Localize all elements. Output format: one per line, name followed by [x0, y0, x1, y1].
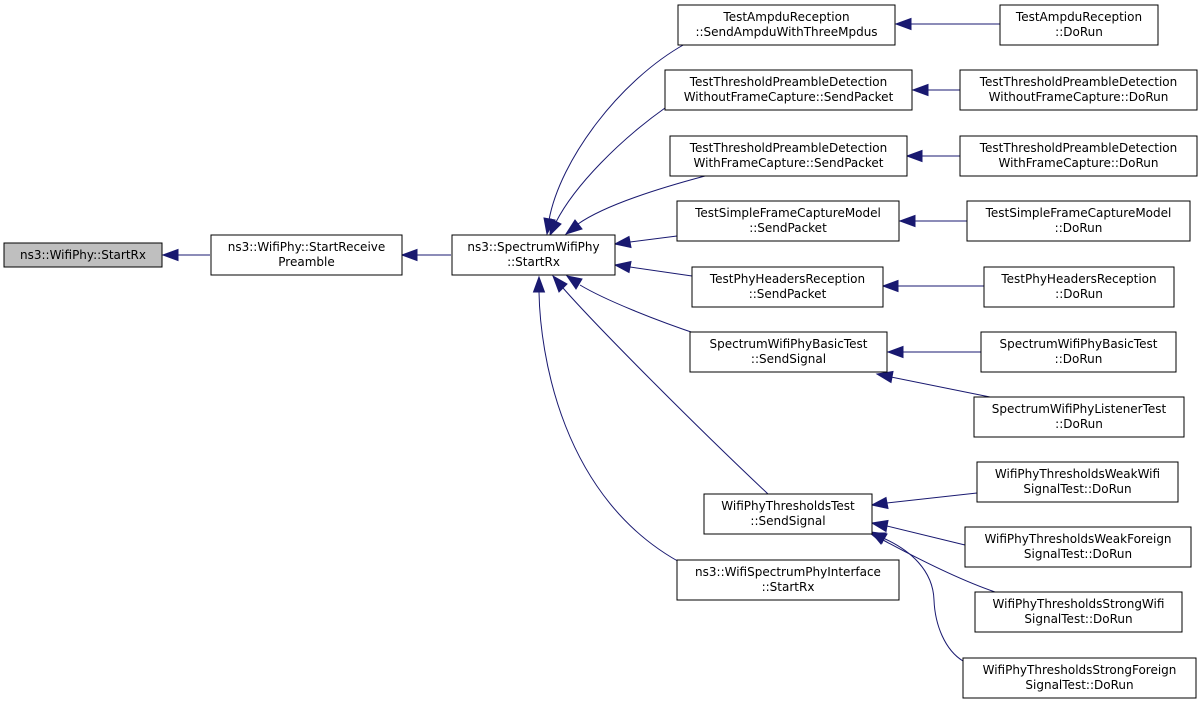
- edge-weakwifi-to-thr-send: [870, 492, 978, 510]
- node-label-line2: WithoutFrameCapture::DoRun: [989, 90, 1169, 104]
- node-label-line2: ::StartRx: [762, 580, 815, 594]
- node-weakforeign[interactable]: WifiPhyThresholdsWeakForeign SignalTest:…: [964, 526, 1192, 568]
- node-label-line1: SpectrumWifiPhyBasicTest: [1000, 337, 1158, 351]
- node-label-line2: Preamble: [278, 255, 334, 269]
- node-label-line1: WifiPhyThresholdsTest: [721, 499, 855, 513]
- node-label-line1: TestSimpleFrameCaptureModel: [694, 206, 881, 220]
- node-label-line1: WifiPhyThresholdsWeakWifi: [995, 467, 1160, 481]
- node-label-line2: ::DoRun: [1055, 25, 1103, 39]
- node-label-line1: TestThresholdPreambleDetection: [979, 141, 1178, 155]
- node-label-line2: WithFrameCapture::SendPacket: [694, 156, 884, 170]
- edge-sfcm-dorun-to-sfcm-send: [898, 214, 967, 228]
- edge-basic-dorun-to-basic-send: [886, 345, 981, 359]
- node-wfc-dorun[interactable]: TestThresholdPreambleDetection WithFrame…: [959, 135, 1198, 177]
- node-sfcm-send[interactable]: TestSimpleFrameCaptureModel ::SendPacket: [676, 200, 900, 242]
- edge-interface-startrx-to-spectrumwifiphy-startrx: [532, 275, 686, 566]
- edge-spectrumwifiphy-startrx-to-startreceivepreamble: [400, 248, 451, 262]
- node-label-line1: TestAmpduReception: [1015, 10, 1142, 24]
- node-label-line2: ::SendPacket: [749, 221, 827, 235]
- node-label-line2: SignalTest::DoRun: [1024, 547, 1132, 561]
- node-thr-send[interactable]: WifiPhyThresholdsTest ::SendSignal: [703, 493, 873, 535]
- edge-weakforeign-to-thr-send: [870, 519, 966, 546]
- node-label-line2: ::SendAmpduWithThreeMpdus: [695, 25, 877, 39]
- node-label-line2: SignalTest::DoRun: [1025, 678, 1133, 692]
- node-label: ns3::WifiPhy::StartRx: [20, 248, 146, 262]
- node-label-line2: SignalTest::DoRun: [1023, 482, 1131, 496]
- node-strongforeign[interactable]: WifiPhyThresholdsStrongForeign SignalTes…: [962, 657, 1197, 699]
- node-label-line1: TestAmpduReception: [722, 10, 849, 24]
- edge-wfc-send-to-spectrumwifiphy-startrx: [564, 175, 706, 235]
- node-label-line1: TestThresholdPreambleDetection: [689, 75, 888, 89]
- edge-wofc-dorun-to-wofc-send: [911, 83, 960, 97]
- node-label-line2: ::StartRx: [507, 255, 560, 269]
- node-label-line2: WithFrameCapture::DoRun: [998, 156, 1158, 170]
- node-label-line1: SpectrumWifiPhyListenerTest: [992, 402, 1167, 416]
- node-label-line2: ::DoRun: [1055, 221, 1103, 235]
- node-wifiphy-startrx[interactable]: ns3::WifiPhy::StartRx: [3, 242, 163, 268]
- node-listener-dorun[interactable]: SpectrumWifiPhyListenerTest ::DoRun: [973, 396, 1185, 438]
- edge-phr-send-to-spectrumwifiphy-startrx: [613, 260, 693, 277]
- node-sfcm-dorun[interactable]: TestSimpleFrameCaptureModel ::DoRun: [966, 200, 1191, 242]
- node-label-line1: TestSimpleFrameCaptureModel: [985, 206, 1172, 220]
- node-phr-send[interactable]: TestPhyHeadersReception ::SendPacket: [691, 266, 884, 308]
- edge-basic-send-to-spectrumwifiphy-startrx: [565, 275, 701, 336]
- edge-startreceivepreamble-to-startrx: [161, 248, 210, 262]
- node-label-line2: ::SendSignal: [751, 352, 826, 366]
- node-wifiphy-startreceivepreamble[interactable]: ns3::WifiPhy::StartReceive Preamble: [210, 234, 403, 276]
- edge-thr-send-to-spectrumwifiphy-startrx: [552, 274, 769, 495]
- node-label-line2: ::SendPacket: [749, 287, 827, 301]
- node-label-line1: WifiPhyThresholdsWeakForeign: [984, 532, 1171, 546]
- nodes-layer: ns3::WifiPhy::StartRx ns3::WifiPhy::Star…: [3, 4, 1198, 699]
- node-label-line2: ::SendSignal: [750, 514, 825, 528]
- node-label-line1: ns3::WifiPhy::StartReceive: [228, 240, 386, 254]
- edge-wofc-send-to-spectrumwifiphy-startrx: [549, 107, 666, 237]
- node-label-line2: ::DoRun: [1055, 417, 1103, 431]
- node-wfc-send[interactable]: TestThresholdPreambleDetection WithFrame…: [669, 135, 908, 177]
- node-strongwifi[interactable]: WifiPhyThresholdsStrongWifi SignalTest::…: [974, 591, 1183, 633]
- node-label-line1: TestPhyHeadersReception: [1000, 272, 1156, 286]
- edge-phr-dorun-to-phr-send: [881, 279, 984, 293]
- node-weakwifi[interactable]: WifiPhyThresholdsWeakWifi SignalTest::Do…: [976, 461, 1179, 503]
- node-label-line1: WifiPhyThresholdsStrongWifi: [993, 597, 1165, 611]
- node-label-line2: WithoutFrameCapture::SendPacket: [684, 90, 894, 104]
- edge-strongforeign-to-thr-send: [868, 532, 964, 662]
- node-interface-startrx[interactable]: ns3::WifiSpectrumPhyInterface ::StartRx: [676, 559, 900, 601]
- node-ampdu-send[interactable]: TestAmpduReception ::SendAmpduWithThreeM…: [677, 4, 896, 46]
- node-basic-dorun[interactable]: SpectrumWifiPhyBasicTest ::DoRun: [980, 331, 1177, 373]
- edge-ampdu-dorun-to-ampdu-send: [894, 17, 1000, 31]
- edge-sfcm-send-to-spectrumwifiphy-startrx: [613, 235, 678, 249]
- node-label-line1: SpectrumWifiPhyBasicTest: [710, 337, 868, 351]
- edge-listener-dorun-to-basic-send: [875, 370, 991, 398]
- edges-layer: [161, 17, 1000, 662]
- node-spectrumwifiphy-startrx[interactable]: ns3::SpectrumWifiPhy ::StartRx: [451, 234, 616, 276]
- node-label-line1: ns3::SpectrumWifiPhy: [467, 240, 599, 254]
- node-ampdu-dorun[interactable]: TestAmpduReception ::DoRun: [999, 4, 1159, 46]
- node-label-line2: ::DoRun: [1055, 287, 1103, 301]
- node-wofc-dorun[interactable]: TestThresholdPreambleDetection WithoutFr…: [959, 69, 1198, 111]
- node-label-line1: ns3::WifiSpectrumPhyInterface: [695, 565, 881, 579]
- edge-wfc-dorun-to-wfc-send: [905, 149, 960, 163]
- node-label-line1: WifiPhyThresholdsStrongForeign: [983, 663, 1177, 677]
- node-label-line2: SignalTest::DoRun: [1024, 612, 1132, 626]
- node-wofc-send[interactable]: TestThresholdPreambleDetection WithoutFr…: [664, 69, 913, 111]
- node-label-line1: TestPhyHeadersReception: [709, 272, 865, 286]
- node-label-line2: ::DoRun: [1055, 352, 1103, 366]
- node-label-line1: TestThresholdPreambleDetection: [979, 75, 1178, 89]
- node-phr-dorun[interactable]: TestPhyHeadersReception ::DoRun: [983, 266, 1175, 308]
- node-basic-send[interactable]: SpectrumWifiPhyBasicTest ::SendSignal: [689, 331, 888, 373]
- node-label-line1: TestThresholdPreambleDetection: [689, 141, 888, 155]
